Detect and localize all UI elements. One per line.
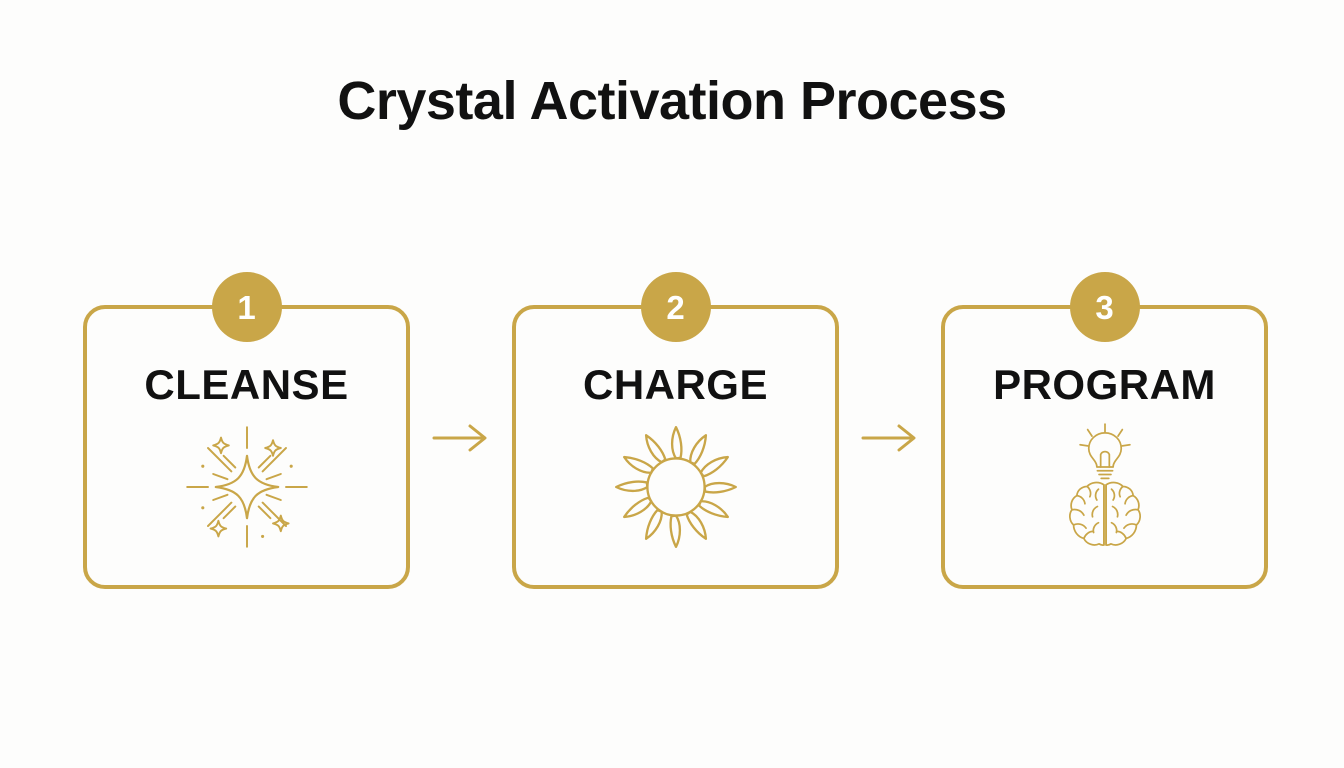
step-label-program: PROGRAM bbox=[993, 361, 1216, 408]
arrow-right-icon bbox=[432, 424, 487, 452]
step-number-badge-1: 1 bbox=[211, 272, 282, 342]
step-number-badge-3: 3 bbox=[1069, 272, 1140, 342]
step-label-charge: CHARGE bbox=[582, 361, 768, 408]
connector-2 bbox=[841, 305, 939, 589]
connector-1 bbox=[412, 305, 510, 589]
step-card-charge[interactable]: 2 CHARGE bbox=[512, 272, 839, 589]
step-card-program[interactable]: 3 PROGRAM bbox=[941, 272, 1268, 589]
arrow-right-icon bbox=[861, 424, 916, 452]
page-title: Crystal Activation Process bbox=[337, 71, 1007, 131]
step-card-cleanse[interactable]: 1 CLEANSE bbox=[83, 272, 410, 589]
process-steps-row: 1 CLEANSE bbox=[83, 272, 1268, 589]
step-number-badge-2: 2 bbox=[640, 272, 711, 342]
sparkle-starburst-icon bbox=[182, 422, 312, 552]
sun-icon bbox=[611, 422, 741, 552]
brain-lightbulb-icon bbox=[1040, 422, 1170, 552]
step-label-cleanse: CLEANSE bbox=[144, 361, 349, 408]
